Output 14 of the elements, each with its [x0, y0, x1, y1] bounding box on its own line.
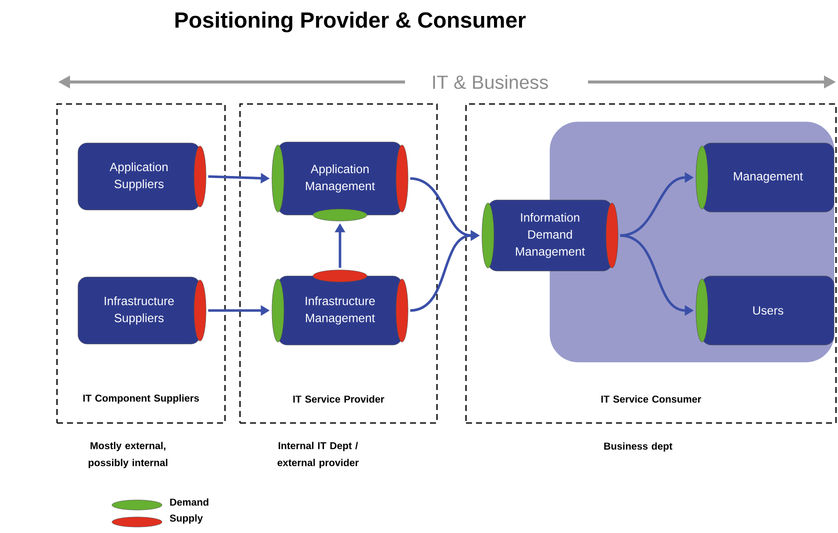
legend-label: Supply	[170, 514, 203, 524]
process-box: Application Suppliers	[78, 142, 206, 210]
process-box: Infrastructure Management	[272, 270, 408, 346]
banner-label: IT & Business	[433, 75, 548, 89]
note: Internal IT Dept / external provider	[278, 442, 359, 468]
process-box: Management	[696, 142, 834, 212]
title: Positioning Provider & Consumer	[175, 12, 526, 32]
process-box: Users	[696, 276, 834, 346]
process-box: Application Management	[272, 142, 408, 222]
legend-label: Demand	[170, 498, 208, 506]
process-box: Infrastructure Suppliers	[78, 276, 206, 344]
process-box: Information Demand Management	[482, 200, 618, 272]
note: Mostly external, possibly internal	[88, 442, 168, 468]
note: Business dept	[604, 442, 672, 452]
